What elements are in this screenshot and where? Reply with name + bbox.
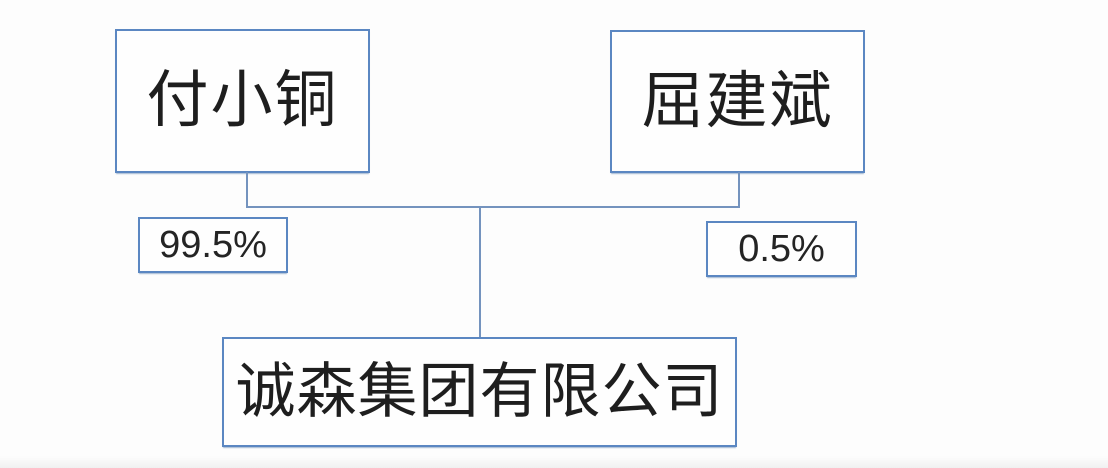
- shareholder-name-right: 屈建斌: [641, 67, 834, 136]
- ownership-box-left: 99.5%: [138, 217, 288, 273]
- ownership-box-right: 0.5%: [706, 221, 857, 277]
- connector-horizontal: [246, 206, 740, 208]
- company-box: 诚森集团有限公司: [222, 337, 737, 447]
- shareholder-box-left: 付小铜: [115, 29, 370, 173]
- connector-left-vertical: [246, 172, 248, 208]
- connector-middle-vertical: [479, 208, 481, 337]
- ownership-percentage-right: 0.5%: [738, 228, 825, 270]
- connector-right-vertical: [738, 172, 740, 208]
- ownership-percentage-left: 99.5%: [159, 224, 267, 266]
- shareholder-box-right: 屈建斌: [610, 30, 865, 173]
- company-name: 诚森集团有限公司: [235, 359, 724, 425]
- shareholder-name-left: 付小铜: [146, 67, 339, 135]
